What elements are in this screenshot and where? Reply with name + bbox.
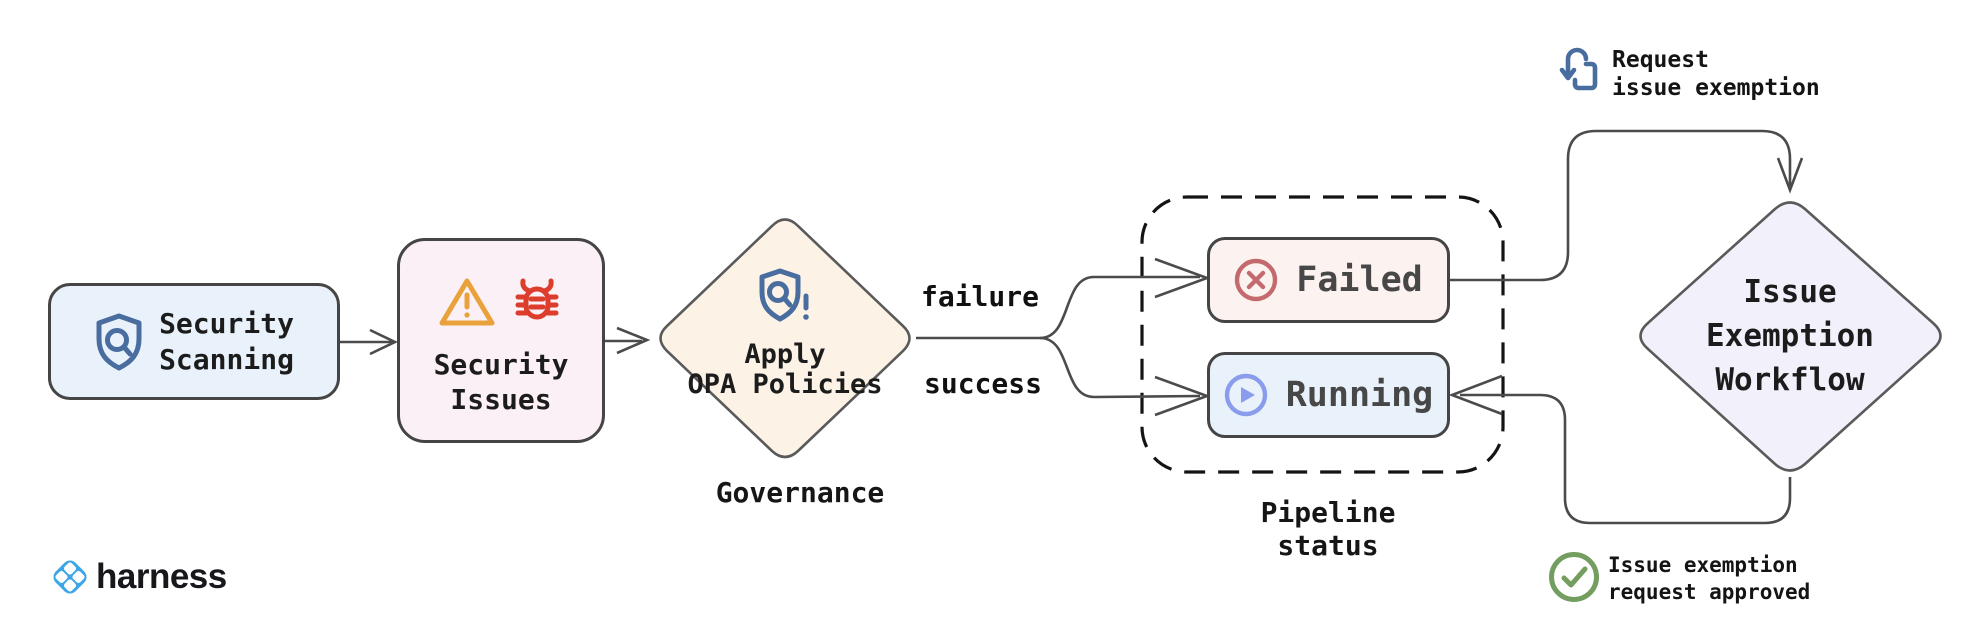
node-label-line1: Issue bbox=[1743, 274, 1837, 310]
node-label-line2: OPA Policies bbox=[687, 369, 883, 400]
node-label: Security Issues bbox=[434, 347, 569, 417]
annotation-line1: Request bbox=[1612, 47, 1709, 73]
arrowhead-into-issues bbox=[369, 328, 399, 356]
node-security-issues: Security Issues bbox=[397, 238, 605, 443]
arrowhead-into-exemption bbox=[1776, 157, 1804, 194]
edge-exemption-running bbox=[1460, 393, 1792, 525]
node-apply-opa-policies: Apply OPA Policies bbox=[665, 228, 905, 440]
shield-search-icon bbox=[94, 313, 144, 371]
check-circle-icon bbox=[1547, 549, 1601, 605]
bug-icon bbox=[510, 275, 564, 329]
node-label-line3: Workflow bbox=[1715, 362, 1865, 398]
node-label-line1: Security bbox=[433, 347, 569, 381]
node-label-line1: Security bbox=[159, 306, 294, 340]
edge-label-failure: failure bbox=[920, 280, 1039, 313]
node-label-line2: Scanning bbox=[159, 342, 294, 376]
node-issue-exemption-workflow: Issue Exemption Workflow bbox=[1640, 206, 1940, 466]
node-label-line2: Exemption bbox=[1706, 318, 1874, 354]
arrowhead-back-into-running bbox=[1448, 374, 1503, 416]
node-label: Issue Exemption Workflow bbox=[1706, 270, 1874, 402]
node-failed: Failed bbox=[1207, 237, 1450, 323]
node-running: Running bbox=[1207, 352, 1450, 438]
arrowhead-into-governance bbox=[616, 326, 651, 355]
node-label-line1: Apply bbox=[744, 339, 826, 370]
harness-logo-icon bbox=[49, 556, 91, 598]
annotation-line2: issue exemption bbox=[1612, 75, 1820, 101]
failed-circle-x-icon bbox=[1234, 258, 1278, 302]
node-label: Security Scanning bbox=[159, 306, 294, 378]
edge-label-success: success bbox=[923, 367, 1042, 400]
status-label: Running bbox=[1285, 375, 1434, 415]
node-label-line2: Issues bbox=[450, 382, 552, 416]
status-label: Failed bbox=[1296, 260, 1423, 300]
tap-request-icon bbox=[1556, 46, 1598, 96]
node-label: Apply OPA Policies bbox=[687, 340, 882, 400]
edge-failure-branch bbox=[1039, 275, 1200, 340]
node-security-scanning: Security Scanning bbox=[48, 283, 340, 400]
running-play-icon bbox=[1224, 373, 1268, 417]
exemption-approved-annotation: Issue exemption request approved bbox=[1608, 552, 1810, 606]
harness-brand: harness bbox=[49, 556, 227, 598]
request-exemption-annotation: Request issue exemption bbox=[1612, 46, 1820, 102]
edge-failed-exemption bbox=[1450, 129, 1792, 282]
annotation-line1: Issue exemption bbox=[1608, 553, 1798, 577]
pipeline-status-group-border bbox=[1140, 195, 1505, 474]
annotation-line2: request approved bbox=[1608, 580, 1811, 604]
governance-caption: Governance bbox=[715, 476, 885, 509]
governance-diamond-shape bbox=[659, 218, 911, 459]
pipeline-status-caption: Pipeline status bbox=[1260, 496, 1396, 562]
warning-triangle-icon bbox=[438, 276, 496, 328]
edge-success-branch bbox=[1039, 336, 1201, 399]
issue-icons bbox=[438, 275, 564, 329]
harness-wordmark: harness bbox=[96, 557, 227, 596]
policy-shield-alert-icon bbox=[757, 268, 813, 326]
exemption-diamond-shape bbox=[1639, 201, 1942, 472]
